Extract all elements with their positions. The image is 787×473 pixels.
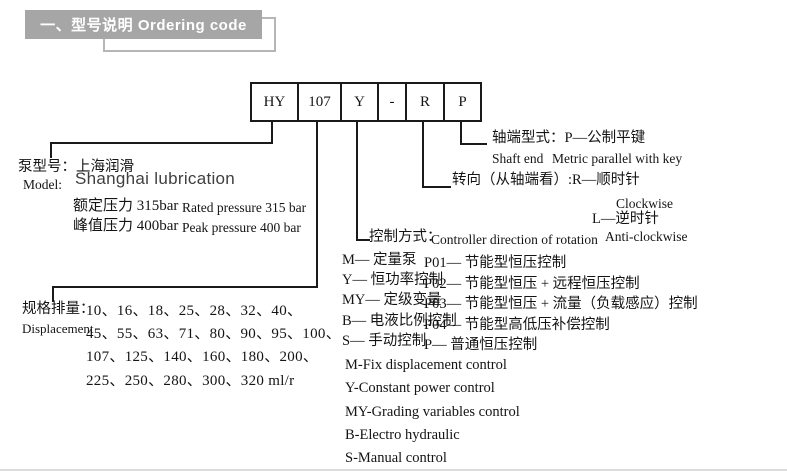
shaft-end-en-value: Metric parallel with key <box>552 151 683 166</box>
control-code-item: M–– 定量泵 <box>342 252 417 268</box>
control-code-english-item: Y-Constant power control <box>345 380 495 397</box>
control-code-english-list: M-Fix displacement control Y-Constant po… <box>345 354 520 470</box>
ordering-code-box-row: HY 107 Y - R P <box>250 82 482 122</box>
connector-line <box>52 286 54 302</box>
model-en-label: Model: <box>23 177 62 192</box>
connector-line <box>316 118 318 288</box>
control-cn-label: 控制方式： <box>369 229 442 245</box>
code-cell-control: Y <box>340 84 377 120</box>
rated-pressure-cn: 额定压力 315bar <box>73 198 179 214</box>
control-code-item: B–– 电液比例控制 <box>342 312 457 329</box>
pressure-control-code-item: P03–– 节能型恒压 + 流量（负载感应）控制 <box>424 296 698 313</box>
page-bottom-rule <box>0 469 787 471</box>
control-en-label: Controller direction of rotation <box>431 232 598 247</box>
connector-line <box>52 286 318 288</box>
model-cn-label: 泵型号： <box>18 159 76 175</box>
displacement-values-line: 45、55、63、71、80、90、95、100、 <box>86 326 342 343</box>
control-code-item: MY–– 定级变量 <box>342 292 442 309</box>
displacement-cn-label: 规格排量： <box>22 301 95 317</box>
rotation-cn-r-label: 转向（从轴端看）:R—顺时针 <box>452 172 640 188</box>
model-cn-value: 上海润滑 <box>76 159 134 175</box>
connector-line <box>460 118 462 145</box>
code-cell-shaft: P <box>443 84 480 120</box>
pressure-control-code-item: P04–– 节能型高低压补偿控制 <box>424 316 610 333</box>
control-code-item: S–– 手动控制 <box>342 332 427 349</box>
peak-pressure-cn: 峰值压力 400bar <box>73 218 179 234</box>
rotation-en-clockwise: Clockwise <box>616 196 673 211</box>
connector-line <box>422 186 451 188</box>
control-code-list: M–– 定量泵 Y–– 恒功率控制 MY–– 定级变量 B–– 电液比例控制 S… <box>342 250 457 351</box>
displacement-values-line: 107、125、140、160、180、200、 <box>86 349 319 366</box>
rotation-en-anticlockwise: Anti-clockwise <box>605 229 688 244</box>
shaft-end-cn-label: 轴端型式：P—公制平键 <box>492 130 646 146</box>
section-title-banner: 一、型号说明 Ordering code <box>25 10 262 39</box>
code-cell-dash: - <box>377 84 405 120</box>
control-code-english-item: MY-Grading variables control <box>345 403 520 420</box>
connector-line <box>356 239 370 241</box>
control-code-english-item: B-Electro hydraulic <box>345 426 460 443</box>
pressure-control-code-list: P01–– 节能型恒压控制 P02–– 节能型恒压 + 远程恒压控制 P03––… <box>424 253 698 356</box>
control-code-english-item: S-Manual control <box>345 450 447 467</box>
pressure-control-code-item: P01–– 节能型恒压控制 <box>424 255 567 271</box>
connector-line <box>460 143 487 145</box>
shaft-end-en-label: Shaft end <box>492 151 544 166</box>
pressure-control-code-item: P–– 普通恒压控制 <box>424 337 538 354</box>
pressure-control-code-item: P02–– 节能型恒压 + 远程恒压控制 <box>424 275 640 292</box>
peak-pressure-en: Peak pressure 400 bar <box>182 220 301 235</box>
model-cn-line: 泵型号：上海润滑 <box>18 159 134 176</box>
model-en-value: Shanghai lubrication <box>75 169 236 188</box>
code-cell-rotation: R <box>405 84 443 120</box>
control-code-item: Y–– 恒功率控制 <box>342 272 444 289</box>
connector-line <box>356 118 358 241</box>
connector-line <box>271 118 273 144</box>
displacement-values-line: 225、250、280、300、320 ml/r <box>86 372 295 389</box>
section-title: 一、型号说明 Ordering code <box>40 17 247 34</box>
connector-line <box>422 118 424 188</box>
rotation-cn-l-label: L—逆时针 <box>592 211 659 227</box>
rated-pressure-en: Rated pressure 315 bar <box>182 200 307 215</box>
displacement-en-label: Displacement <box>22 321 94 336</box>
displacement-values-list: 10、16、18、25、28、32、40、 45、55、63、71、80、90、… <box>86 300 341 393</box>
displacement-values-line: 10、16、18、25、28、32、40、 <box>86 303 303 319</box>
control-code-english-item: M-Fix displacement control <box>345 357 507 373</box>
code-cell-displacement: 107 <box>297 84 340 120</box>
connector-line <box>50 142 52 158</box>
code-cell-series: HY <box>263 93 286 110</box>
connector-line <box>50 142 273 144</box>
